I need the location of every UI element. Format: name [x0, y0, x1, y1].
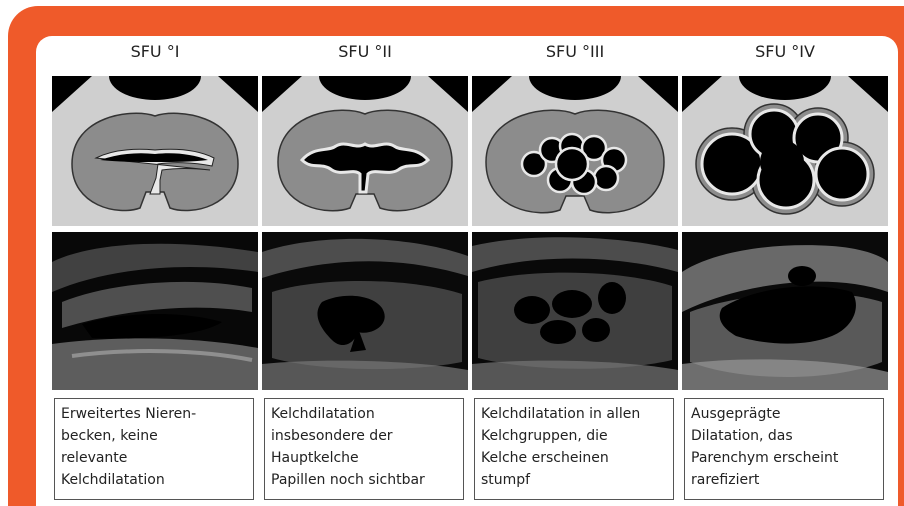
description-line: stumpf [481, 469, 667, 491]
description-line: Erweitertes Nieren- [61, 403, 247, 425]
description-line: rarefiziert [691, 469, 877, 491]
description-line: Hauptkelche [271, 447, 457, 469]
description-line: Kelchdilatation [61, 469, 247, 491]
description-line: becken, keine [61, 425, 247, 447]
grade-description: Kelchdilatation insbesondere der Hauptke… [264, 398, 464, 500]
kidney-schematic-grade-4 [682, 76, 888, 226]
description-line: Kelchdilatation [271, 403, 457, 425]
grade-title: SFU °I [52, 42, 258, 61]
figure-card: SFU °I Erweitertes Niere [36, 36, 898, 506]
grade-title: SFU °II [262, 42, 468, 61]
grade-title: SFU °IV [682, 42, 888, 61]
kidney-schematic-grade-2 [262, 76, 468, 226]
ultrasound-image-grade-3 [472, 232, 678, 390]
kidney-schematic-grade-1 [52, 76, 258, 226]
description-line: Kelchdilatation in allen [481, 403, 667, 425]
ultrasound-image-grade-4 [682, 232, 888, 390]
description-line: Dilatation, das [691, 425, 877, 447]
description-line: Papillen noch sichtbar [271, 469, 457, 491]
grade-description: Erweitertes Nieren- becken, keine releva… [54, 398, 254, 500]
description-line: Parenchym erscheint [691, 447, 877, 469]
description-line: relevante [61, 447, 247, 469]
description-line: Kelche erscheinen [481, 447, 667, 469]
description-line: Kelchgruppen, die [481, 425, 667, 447]
grade-description: Ausgeprägte Dilatation, das Parenchym er… [684, 398, 884, 500]
ultrasound-image-grade-2 [262, 232, 468, 390]
ultrasound-image-grade-1 [52, 232, 258, 390]
grade-description: Kelchdilatation in allen Kelchgruppen, d… [474, 398, 674, 500]
grade-title: SFU °III [472, 42, 678, 61]
description-line: insbesondere der [271, 425, 457, 447]
kidney-schematic-grade-3 [472, 76, 678, 226]
description-line: Ausgeprägte [691, 403, 877, 425]
